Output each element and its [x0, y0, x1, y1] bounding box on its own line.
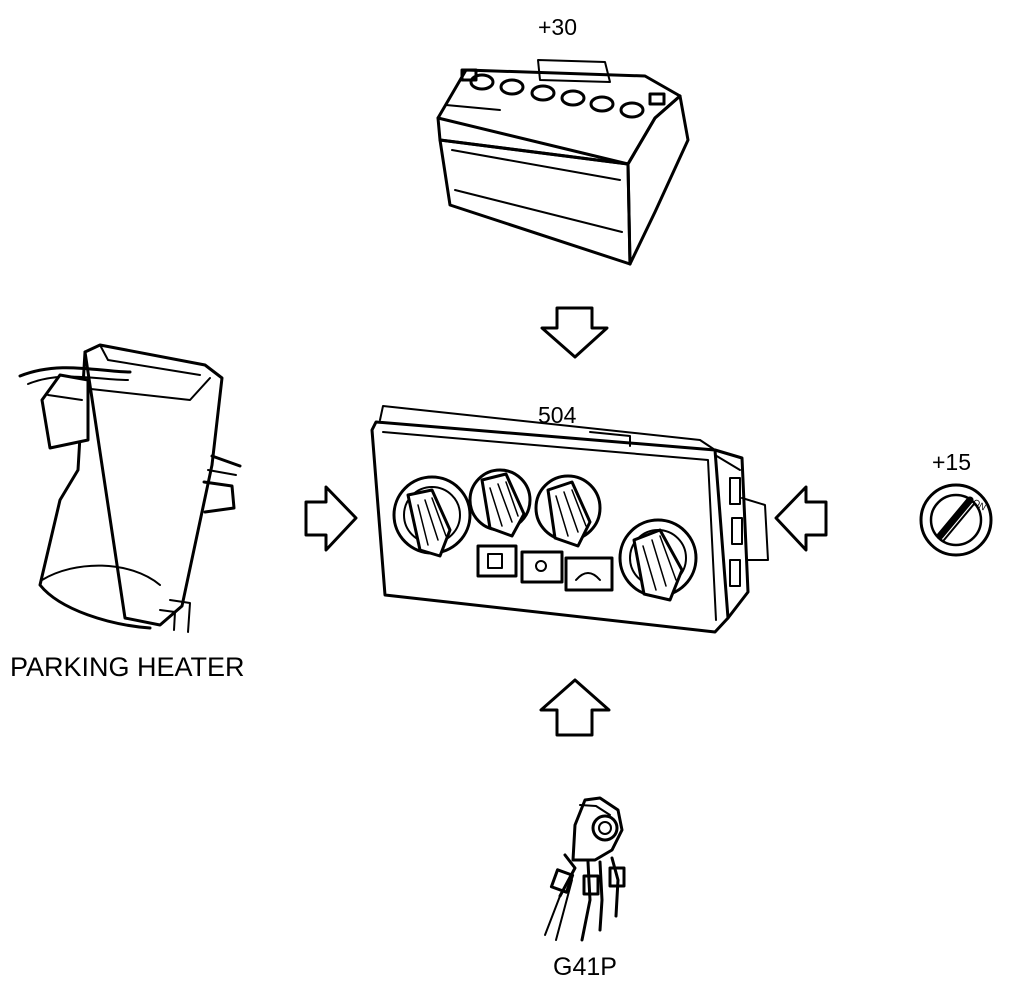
- temperature-sensor-icon: [544, 796, 626, 942]
- heater-control-panel-icon: [370, 405, 769, 634]
- sensor-label: G41P: [553, 953, 617, 981]
- parking-heater-unit-icon: [18, 343, 242, 633]
- battery-label: +30: [538, 14, 578, 40]
- ignition-switch-icon: [919, 483, 993, 557]
- hollow-arrow-icon: [304, 485, 358, 552]
- hollow-arrow-icon: [774, 485, 828, 552]
- car-battery-icon: [436, 59, 690, 266]
- hollow-arrow-icon: [540, 306, 609, 359]
- hollow-arrow-icon: [539, 678, 611, 737]
- parking-heater-label: PARKING HEATER: [10, 652, 245, 682]
- ignition-label: +15: [932, 449, 972, 475]
